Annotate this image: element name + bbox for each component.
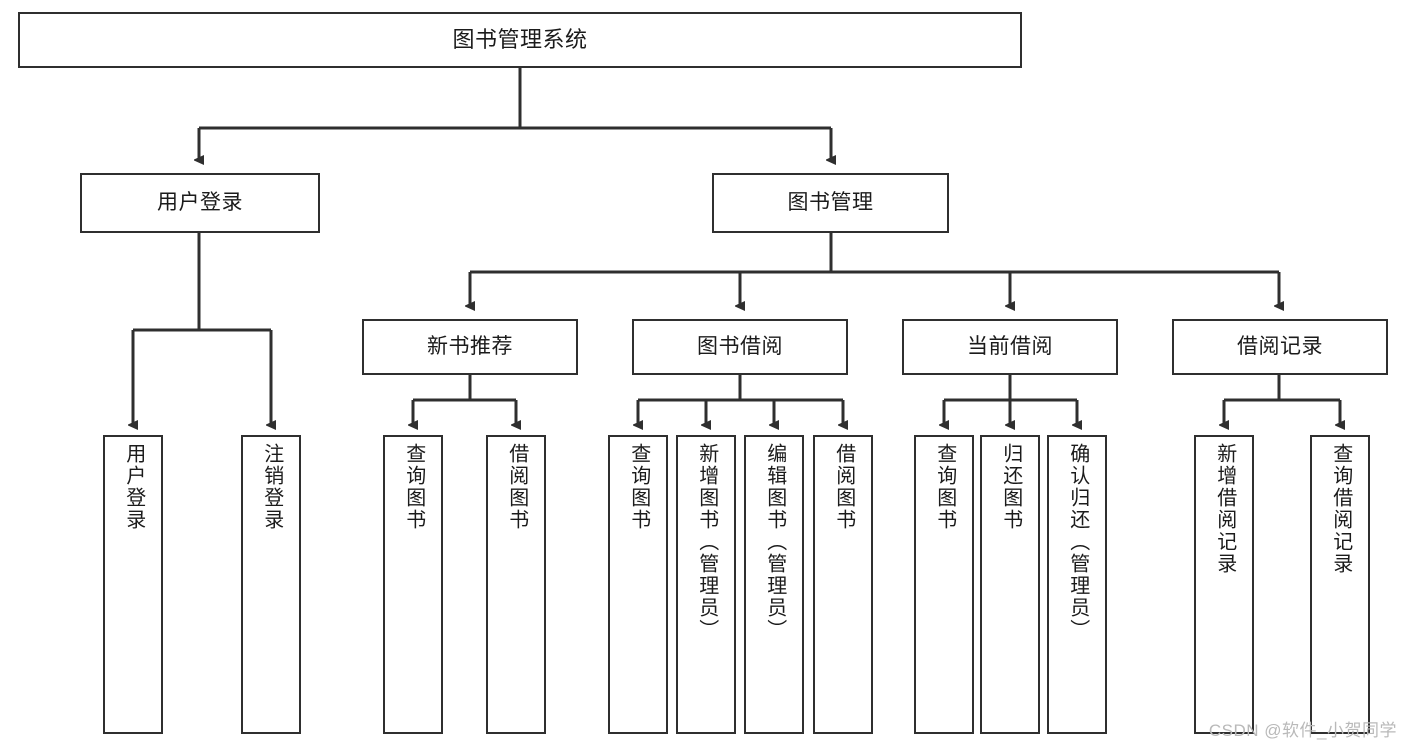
leaf-recommend-query-book[interactable]: 查询图书	[383, 435, 443, 734]
node-borrow-record[interactable]: 借阅记录	[1172, 319, 1388, 375]
leaf-record-add-record[interactable]: 新增借阅记录	[1194, 435, 1254, 734]
node-root-label: 图书管理系统	[452, 26, 588, 52]
leaf-borrow-borrow-book[interactable]: 借阅图书	[813, 435, 873, 734]
node-book-management[interactable]: 图书管理	[712, 173, 949, 233]
leaf-borrow-edit-book[interactable]: 编辑图书（管理员）	[744, 435, 804, 734]
node-user-login-label: 用户登录	[157, 191, 243, 215]
leaf-record-add-record-label: 新增借阅记录	[1213, 443, 1236, 575]
leaf-user-login-login-label: 用户登录	[122, 443, 145, 531]
leaf-current-confirm-return-label: 确认归还（管理员）	[1066, 443, 1089, 641]
node-borrow-record-label: 借阅记录	[1237, 335, 1323, 359]
leaf-current-confirm-return[interactable]: 确认归还（管理员）	[1047, 435, 1107, 734]
leaf-record-query-record[interactable]: 查询借阅记录	[1310, 435, 1370, 734]
leaf-borrow-add-book-label: 新增图书（管理员）	[695, 443, 718, 641]
node-root[interactable]: 图书管理系统	[18, 12, 1022, 68]
node-book-borrow[interactable]: 图书借阅	[632, 319, 848, 375]
leaf-borrow-add-book[interactable]: 新增图书（管理员）	[676, 435, 736, 734]
watermark-text: CSDN @软件_小贺同学	[1208, 721, 1397, 740]
leaf-recommend-borrow-book-label: 借阅图书	[505, 443, 528, 531]
node-new-book-recommend[interactable]: 新书推荐	[362, 319, 578, 375]
leaf-borrow-query-book-label: 查询图书	[627, 443, 650, 531]
leaf-user-login-logout-label: 注销登录	[260, 443, 283, 531]
leaf-borrow-edit-book-label: 编辑图书（管理员）	[763, 443, 786, 641]
leaf-current-query-book-label: 查询图书	[933, 443, 956, 531]
node-new-book-recommend-label: 新书推荐	[427, 335, 513, 359]
node-current-borrow[interactable]: 当前借阅	[902, 319, 1118, 375]
leaf-borrow-query-book[interactable]: 查询图书	[608, 435, 668, 734]
node-book-borrow-label: 图书借阅	[697, 335, 783, 359]
leaf-record-query-record-label: 查询借阅记录	[1329, 443, 1352, 575]
leaf-user-login-logout[interactable]: 注销登录	[241, 435, 301, 734]
node-current-borrow-label: 当前借阅	[967, 335, 1053, 359]
leaf-current-query-book[interactable]: 查询图书	[914, 435, 974, 734]
leaf-borrow-borrow-book-label: 借阅图书	[832, 443, 855, 531]
leaf-user-login-login[interactable]: 用户登录	[103, 435, 163, 734]
leaf-recommend-borrow-book[interactable]: 借阅图书	[486, 435, 546, 734]
leaf-current-return-book-label: 归还图书	[999, 443, 1022, 531]
leaf-current-return-book[interactable]: 归还图书	[980, 435, 1040, 734]
leaf-recommend-query-book-label: 查询图书	[402, 443, 425, 531]
node-book-management-label: 图书管理	[787, 191, 874, 215]
node-user-login[interactable]: 用户登录	[80, 173, 320, 233]
